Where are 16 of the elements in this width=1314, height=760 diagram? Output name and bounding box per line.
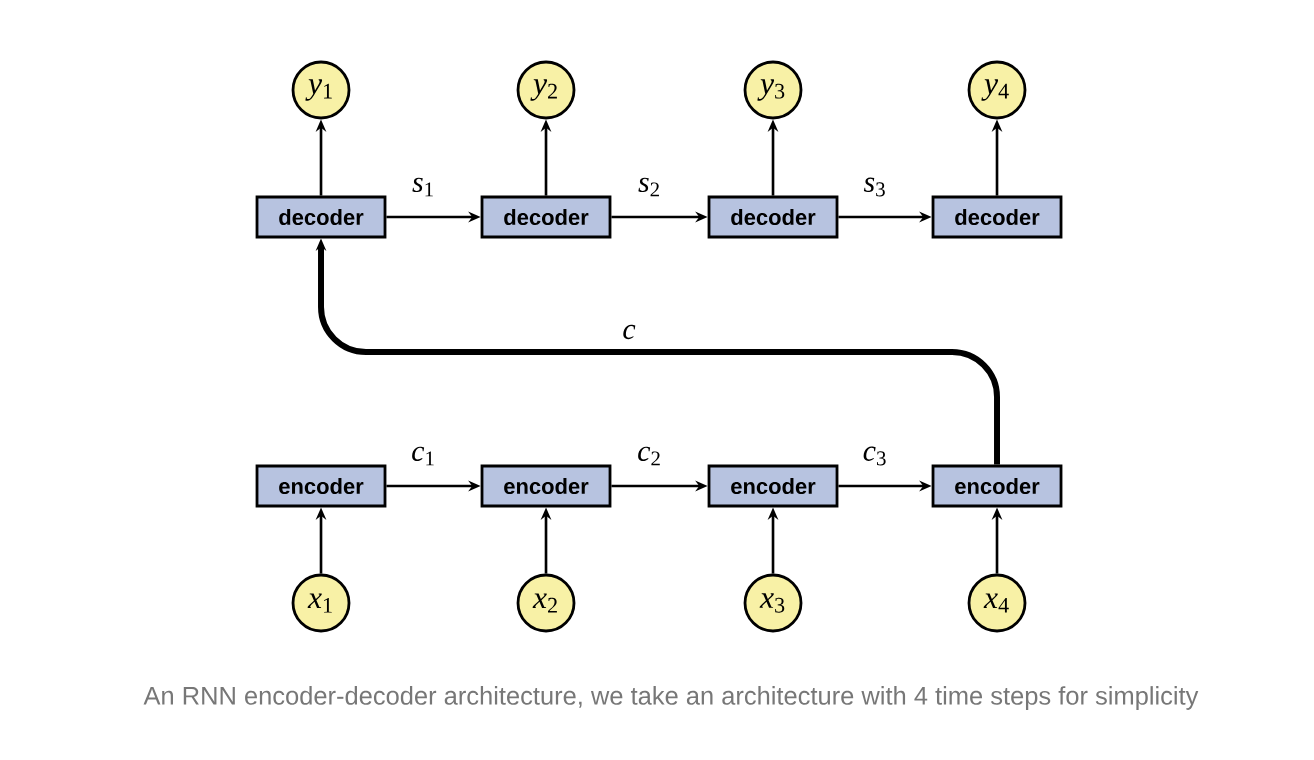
process-box: decoder	[480, 195, 612, 239]
edge-label: c	[620, 323, 638, 341]
edge-label: s$_{2}$	[636, 175, 663, 199]
caption: An RNN encoder-decoder architecture, we take an architecture with 4 time steps for simplicity	[143, 686, 1199, 710]
edge-label: c$_{2}$	[635, 444, 664, 468]
edge-label: s$_{1}$	[410, 175, 437, 199]
process-box: decoder	[255, 195, 387, 239]
process-box: encoder	[255, 464, 387, 508]
process-box: encoder	[931, 464, 1063, 508]
edge-label: c$_{3}$	[860, 444, 890, 468]
edge-label: s$_{3}$	[861, 175, 889, 199]
process-box: decoder	[931, 195, 1063, 239]
process-box: decoder	[707, 195, 839, 239]
edge-label: c$_{1}$	[409, 444, 438, 468]
process-box: encoder	[480, 464, 612, 508]
process-box: encoder	[707, 464, 839, 508]
